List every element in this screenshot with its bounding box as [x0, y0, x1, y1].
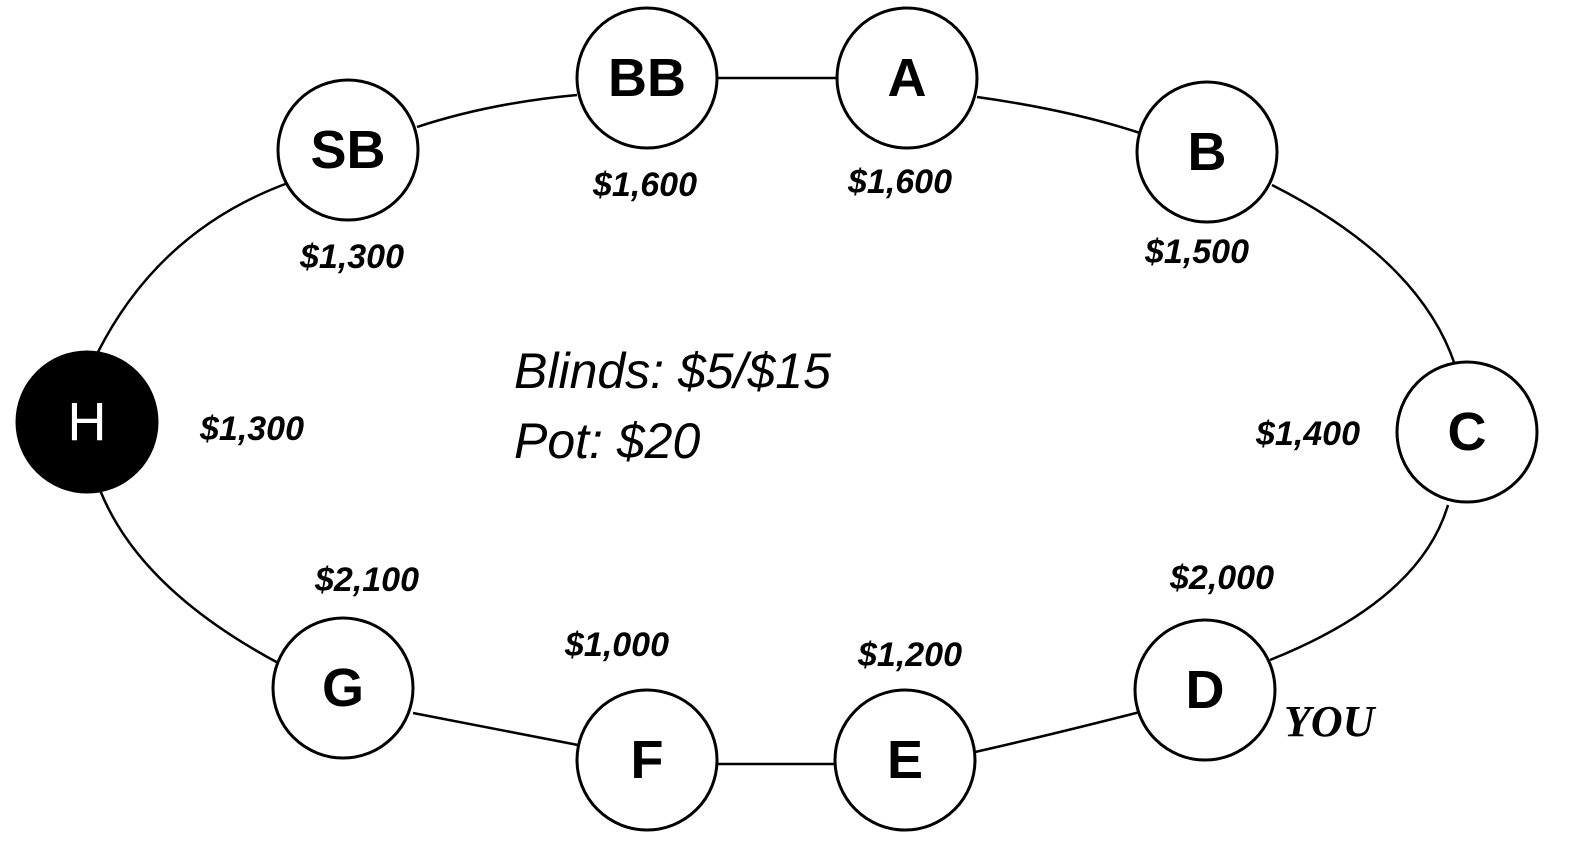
seat-label-h: H [68, 392, 107, 452]
seat-g: G $2,100 [271, 561, 419, 760]
seat-circle-sb [276, 78, 420, 222]
seat-stack-g: $2,100 [314, 561, 419, 599]
table-edge-g-h [98, 489, 283, 667]
blinds-text: Blinds: $5/$15 [514, 343, 831, 399]
seat-circle-d [1133, 618, 1277, 762]
seat-circle-g [271, 616, 415, 760]
seat-f: F $1,000 [564, 626, 719, 832]
seat-label-d: D [1186, 660, 1225, 720]
seat-stack-bb: $1,600 [592, 166, 697, 204]
seat-stack-f: $1,000 [564, 626, 669, 664]
table-info: Blinds: $5/$15 Pot: $20 [514, 343, 831, 469]
seat-stack-b: $1,500 [1144, 233, 1249, 271]
seat-label-c: C [1448, 402, 1487, 462]
table-edge-c-d [1269, 504, 1450, 662]
seat-d: D $2,000 YOU [1133, 559, 1377, 762]
pot-text: Pot: $20 [514, 413, 700, 469]
seat-e: E $1,200 [833, 636, 977, 832]
seat-h-dealer: H $1,300 [15, 350, 304, 494]
seat-label-f: F [631, 730, 664, 790]
you-label: YOU [1284, 697, 1377, 746]
seat-label-e: E [887, 730, 923, 790]
seat-label-bb: BB [608, 48, 686, 108]
seat-sb: SB $1,300 [276, 78, 420, 276]
seat-circle-b [1135, 80, 1279, 224]
table-outline [96, 76, 1457, 766]
seat-label-sb: SB [310, 120, 385, 180]
seat-stack-a: $1,600 [847, 163, 952, 201]
seat-c: C $1,400 [1255, 360, 1539, 504]
seat-stack-d: $2,000 [1169, 559, 1274, 597]
seat-b: B $1,500 [1135, 80, 1279, 271]
seat-circle-a [835, 6, 979, 150]
table-edge-top-left [96, 181, 289, 353]
table-edge-d-e [974, 710, 1141, 754]
table-edge-a-b [976, 95, 1141, 135]
seat-circle-c [1395, 360, 1539, 504]
seat-label-b: B [1188, 122, 1227, 182]
seat-circle-h [15, 350, 159, 494]
seat-stack-h: $1,300 [199, 410, 304, 448]
seat-stack-c: $1,400 [1255, 415, 1360, 453]
seat-bb: BB $1,600 [575, 6, 719, 204]
seat-label-g: G [322, 658, 364, 718]
seat-circle-bb [575, 6, 719, 150]
seat-stack-sb: $1,300 [299, 238, 404, 276]
table-edge-b-c [1271, 183, 1457, 366]
seat-stack-e: $1,200 [857, 636, 962, 674]
seat-a: A $1,600 [835, 6, 979, 201]
seat-label-a: A [888, 48, 927, 108]
table-edge-sb-bb [416, 93, 578, 129]
seat-circle-e [833, 688, 977, 832]
seat-circle-f [575, 688, 719, 832]
table-edge-f-g [412, 711, 579, 747]
